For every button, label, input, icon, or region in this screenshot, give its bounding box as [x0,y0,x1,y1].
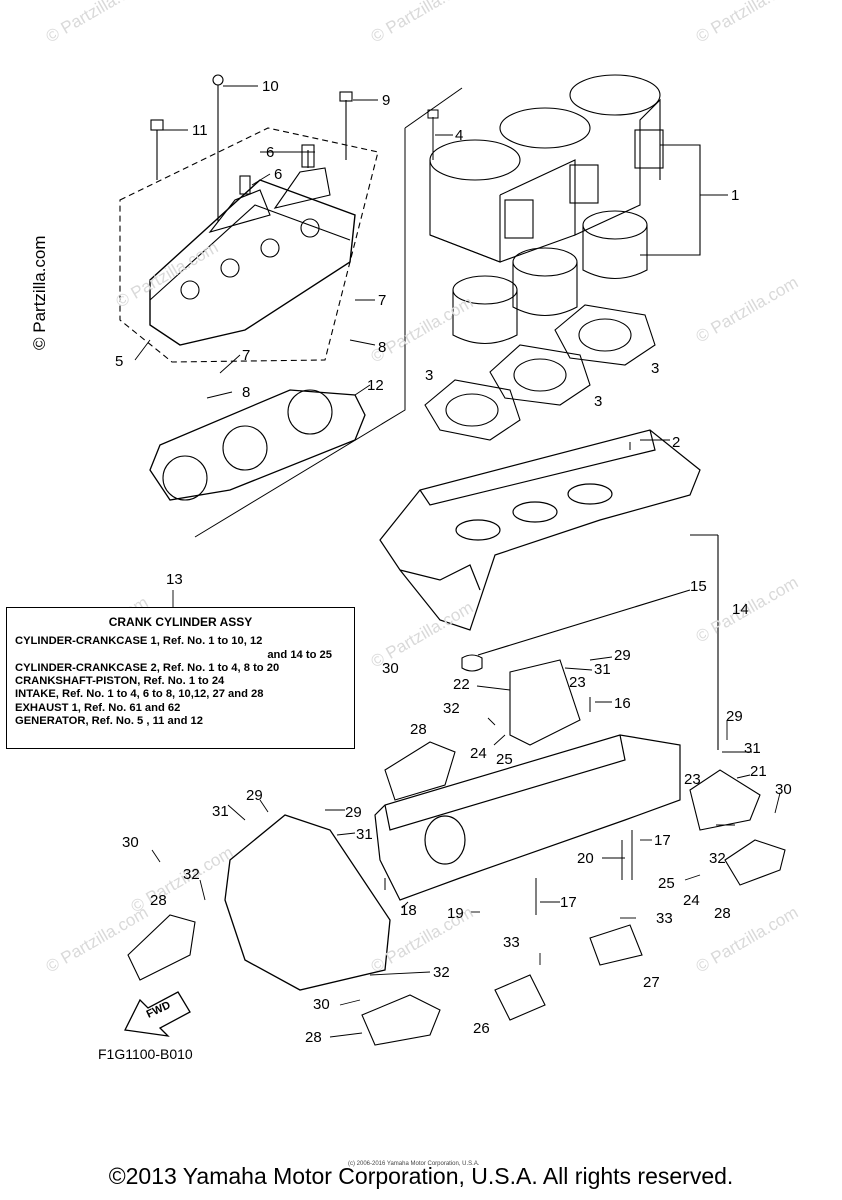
fwd-arrow [124,991,191,1037]
cylinder-gaskets [424,304,656,441]
callout-label: 8 [242,384,251,401]
callout-label: 17 [654,832,671,849]
callout-label: 18 [400,902,417,919]
callout-label: 11 [192,122,208,139]
crank-box-row: EXHAUST 1, Ref. No. 61 and 62 [15,701,181,714]
plate-27 [589,924,643,966]
bearing [461,654,483,672]
damper-28-a [384,741,456,801]
callout-label: 30 [313,996,330,1013]
callout-label: 2 [672,434,681,451]
callout-label: 24 [683,892,700,909]
pistons [452,210,648,344]
crank-box-title: CRANK CYLINDER ASSY [108,615,253,629]
callout-label: 23 [569,674,586,691]
callout-label: 12 [367,377,384,394]
side-watermark: © Partzilla.com [30,235,49,350]
callout-label: 31 [212,803,229,820]
damper-28-d [724,839,786,886]
copyright-footer: ©2013 Yamaha Motor Corporation, U.S.A. A… [108,1163,734,1189]
callout-label: 25 [496,751,513,768]
callout-label: 31 [744,740,761,757]
callout-label: 6 [274,166,283,183]
callout-label: 13 [166,571,183,588]
callout-label: 9 [382,92,391,109]
crank-box-row: INTAKE, Ref. No. 1 to 4, 6 to 8, 10,12, … [15,688,264,701]
callout-label: 32 [443,700,460,717]
crank-box-row: and 14 to 25 [267,648,332,661]
callout-label: 4 [455,127,464,144]
callout-label: 28 [714,905,731,922]
crank-box-row: GENERATOR, Ref. No. 5 , 11 and 12 [15,715,203,728]
callout-label: 30 [122,834,139,851]
callout-label: 6 [266,144,275,161]
cylinder-head [149,179,356,346]
callout-label: 29 [246,787,263,804]
callout-label: 31 [594,661,611,678]
callout-label: 19 [447,905,464,922]
callout-label: 27 [643,974,660,991]
callout-label: 32 [433,964,450,981]
tiny-credit: (c) 2006-2016 Yamaha Motor Corporation, … [348,1161,480,1167]
callout-label: 15 [690,578,707,595]
callout-label: 30 [775,781,792,798]
callout-label: 23 [684,771,701,788]
callout-label: 14 [732,601,749,618]
callout-label: 7 [378,292,387,309]
lower-crankcase [374,734,681,901]
callout-label: 22 [453,676,470,693]
crank-box-row: CYLINDER-CRANKCASE 2, Ref. No. 1 to 4, 8… [15,661,280,674]
callout-label: 8 [378,339,387,356]
callout-label: 17 [560,894,577,911]
upper-crankcase [379,429,701,631]
callout-label: 28 [150,892,167,909]
callout-label: 25 [658,875,675,892]
engine-mount-22 [509,659,581,746]
callout-label: 3 [651,360,660,377]
crank-box-row: CRANKSHAFT-PISTON, Ref. No. 1 to 24 [15,675,225,688]
callout-label: 5 [115,353,124,370]
callout-label: 3 [425,367,434,384]
cylinder-block [429,74,701,263]
callout-label: 1 [731,187,740,204]
callout-label: 29 [614,647,631,664]
callout-label: 7 [242,347,251,364]
callout-label: 32 [183,866,200,883]
callout-label: 33 [503,934,520,951]
damper-28-c [361,994,441,1046]
callout-label: 24 [470,745,487,762]
cylinder-head-group-outline [119,127,379,363]
callout-label: 29 [345,804,362,821]
callout-label: 29 [726,708,743,725]
callout-label: 3 [594,393,603,410]
callout-label: 30 [382,660,399,677]
callout-label: 16 [614,695,631,712]
callout-label: 21 [750,763,767,780]
callout-label: 28 [305,1029,322,1046]
generator-housing [224,814,391,991]
callout-label: 28 [410,721,427,738]
plate-26 [494,974,546,1021]
crank-box-row: CYLINDER-CRANKCASE 1, Ref. No. 1 to 10, … [15,635,263,648]
crank-cylinder-assy-box: CRANK CYLINDER ASSY CYLINDER-CRANKCASE 1… [6,607,355,749]
callout-label: 20 [577,850,594,867]
callout-label: 32 [709,850,726,867]
damper-28-b [127,914,196,981]
callout-label: 33 [656,910,673,927]
diagram-code: F1G1100-B010 [98,1046,193,1062]
callout-label: 31 [356,826,373,843]
engine-mount-21 [689,769,761,831]
head-gasket [149,389,366,501]
callout-label: 10 [262,78,279,95]
callout-label: 26 [473,1020,490,1037]
